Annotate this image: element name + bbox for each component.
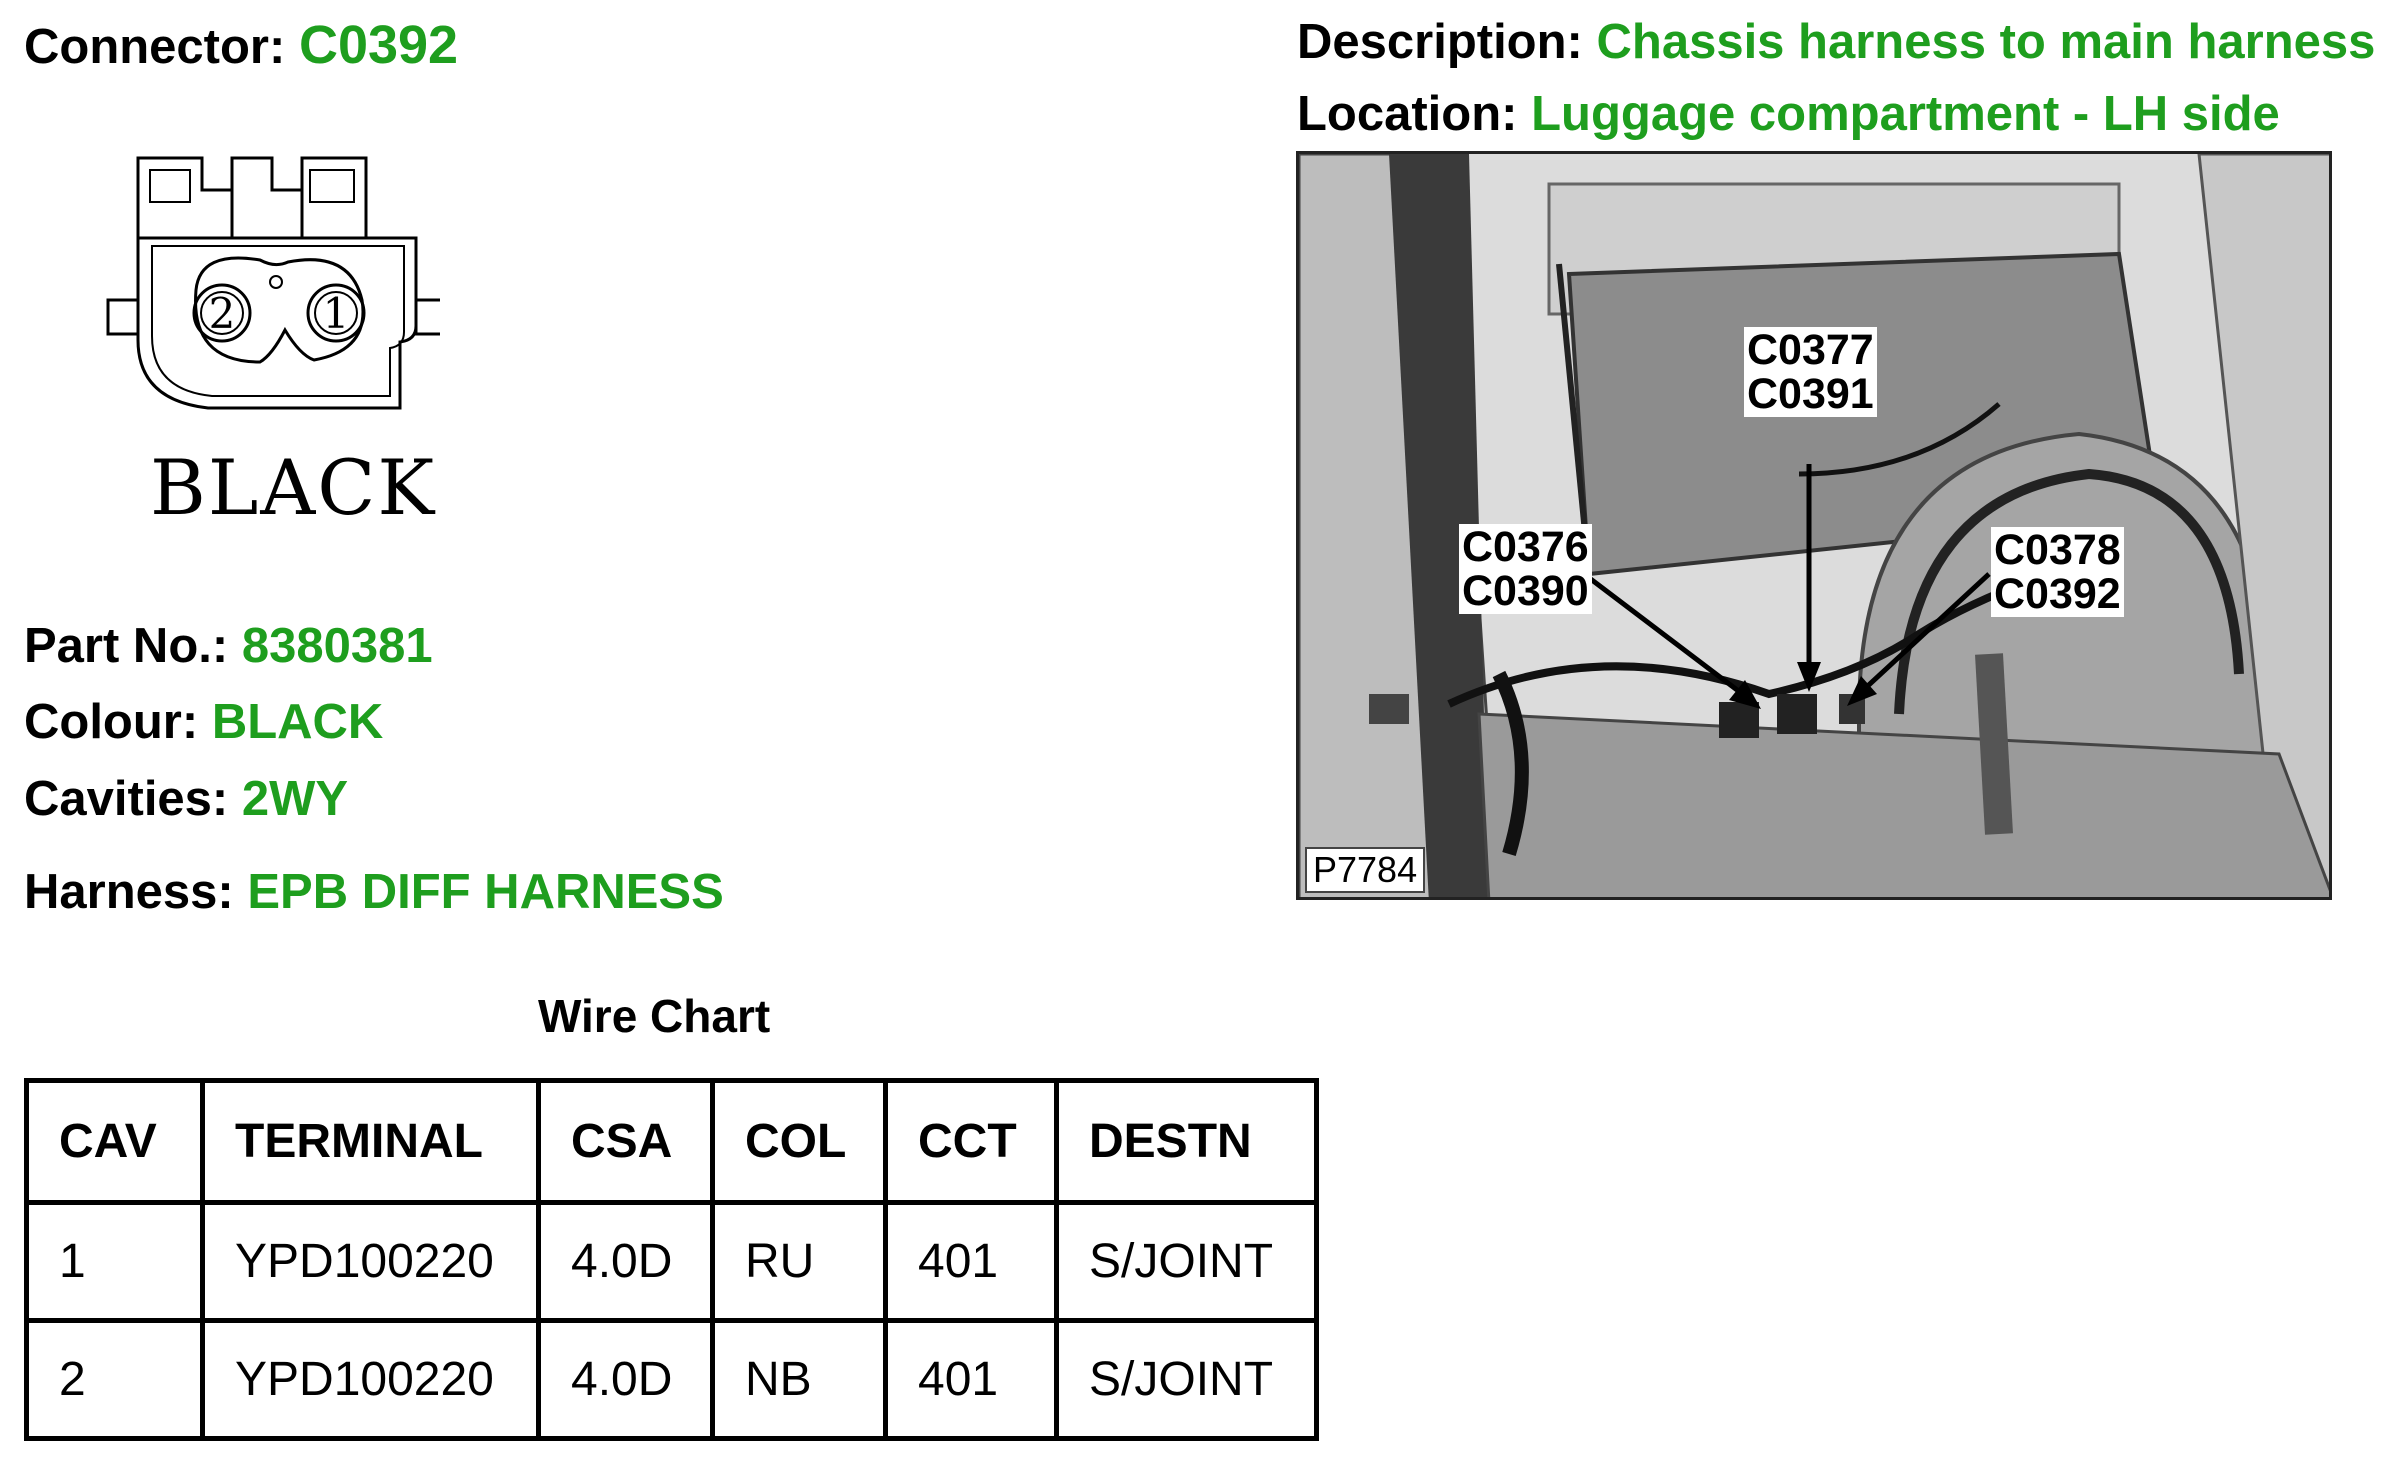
- cell-col: NB: [710, 1318, 888, 1441]
- colour-field: Colour: BLACK: [24, 698, 383, 747]
- location-value: Luggage compartment - LH side: [1531, 87, 2280, 141]
- location-photo: C0377 C0391 C0376 C0390 C0378 C0392 P778…: [1296, 151, 2332, 900]
- connector-field: Connector: C0392: [24, 18, 458, 72]
- cavities-field: Cavities: 2WY: [24, 775, 348, 824]
- cell-terminal: YPD100220: [200, 1318, 541, 1441]
- column-header-cav: CAV: [24, 1078, 205, 1205]
- column-header-terminal: TERMINAL: [200, 1078, 541, 1205]
- wire-chart-table: CAV TERMINAL CSA COL CCT DESTN 1 YPD1002…: [24, 1078, 1319, 1441]
- colour-label: Colour:: [24, 695, 199, 749]
- cell-cav: 1: [24, 1200, 205, 1323]
- connector-colour-caption: BLACK: [150, 443, 437, 532]
- table-row: 2 YPD100220 4.0D NB 401 S/JOINT: [24, 1318, 1319, 1441]
- part-no-field: Part No.: 8380381: [24, 622, 433, 671]
- description-field: Description: Chassis harness to main har…: [1297, 18, 2375, 67]
- table-row: 1 YPD100220 4.0D RU 401 S/JOINT: [24, 1200, 1319, 1323]
- cavity-label-1: 1: [323, 289, 350, 338]
- harness-label: Harness:: [24, 865, 234, 919]
- location-field: Location: Luggage compartment - LH side: [1297, 90, 2280, 139]
- harness-value: EPB DIFF HARNESS: [247, 865, 724, 919]
- part-no-value: 8380381: [241, 619, 433, 673]
- photo-reference: P7784: [1305, 847, 1426, 893]
- colour-value: BLACK: [211, 695, 384, 749]
- description-value: Chassis harness to main harness: [1596, 15, 2376, 69]
- column-header-col: COL: [710, 1078, 888, 1205]
- part-no-label: Part No.:: [24, 619, 229, 673]
- cavities-label: Cavities:: [24, 772, 229, 826]
- cell-cct: 401: [883, 1200, 1059, 1323]
- cell-cav: 2: [24, 1318, 205, 1441]
- callout-c0377-c0391: C0377 C0391: [1744, 327, 1877, 417]
- cell-col: RU: [710, 1200, 888, 1323]
- cavities-value: 2WY: [241, 772, 349, 826]
- column-header-destn: DESTN: [1054, 1078, 1319, 1205]
- connector-face-diagram: 2 1: [106, 156, 440, 410]
- cell-terminal: YPD100220: [200, 1200, 541, 1323]
- description-label: Description:: [1297, 15, 1583, 69]
- callout-c0378-c0392: C0378 C0392: [1991, 527, 2124, 617]
- connector-label: Connector:: [24, 20, 286, 74]
- luggage-compartment-illustration: [1299, 154, 2329, 897]
- wire-chart-title: Wire Chart: [538, 990, 771, 1042]
- cell-destn: S/JOINT: [1054, 1200, 1319, 1323]
- callout-c0376-c0390: C0376 C0390: [1459, 524, 1592, 614]
- cell-destn: S/JOINT: [1054, 1318, 1319, 1441]
- connector-value: C0392: [298, 15, 459, 75]
- location-label: Location:: [1297, 87, 1518, 141]
- column-header-cct: CCT: [883, 1078, 1059, 1205]
- cell-cct: 401: [883, 1318, 1059, 1441]
- harness-field: Harness: EPB DIFF HARNESS: [24, 868, 724, 917]
- column-header-csa: CSA: [536, 1078, 715, 1205]
- cavity-label-2: 2: [209, 289, 236, 338]
- cell-csa: 4.0D: [536, 1200, 715, 1323]
- table-header-row: CAV TERMINAL CSA COL CCT DESTN: [24, 1078, 1319, 1205]
- cell-csa: 4.0D: [536, 1318, 715, 1441]
